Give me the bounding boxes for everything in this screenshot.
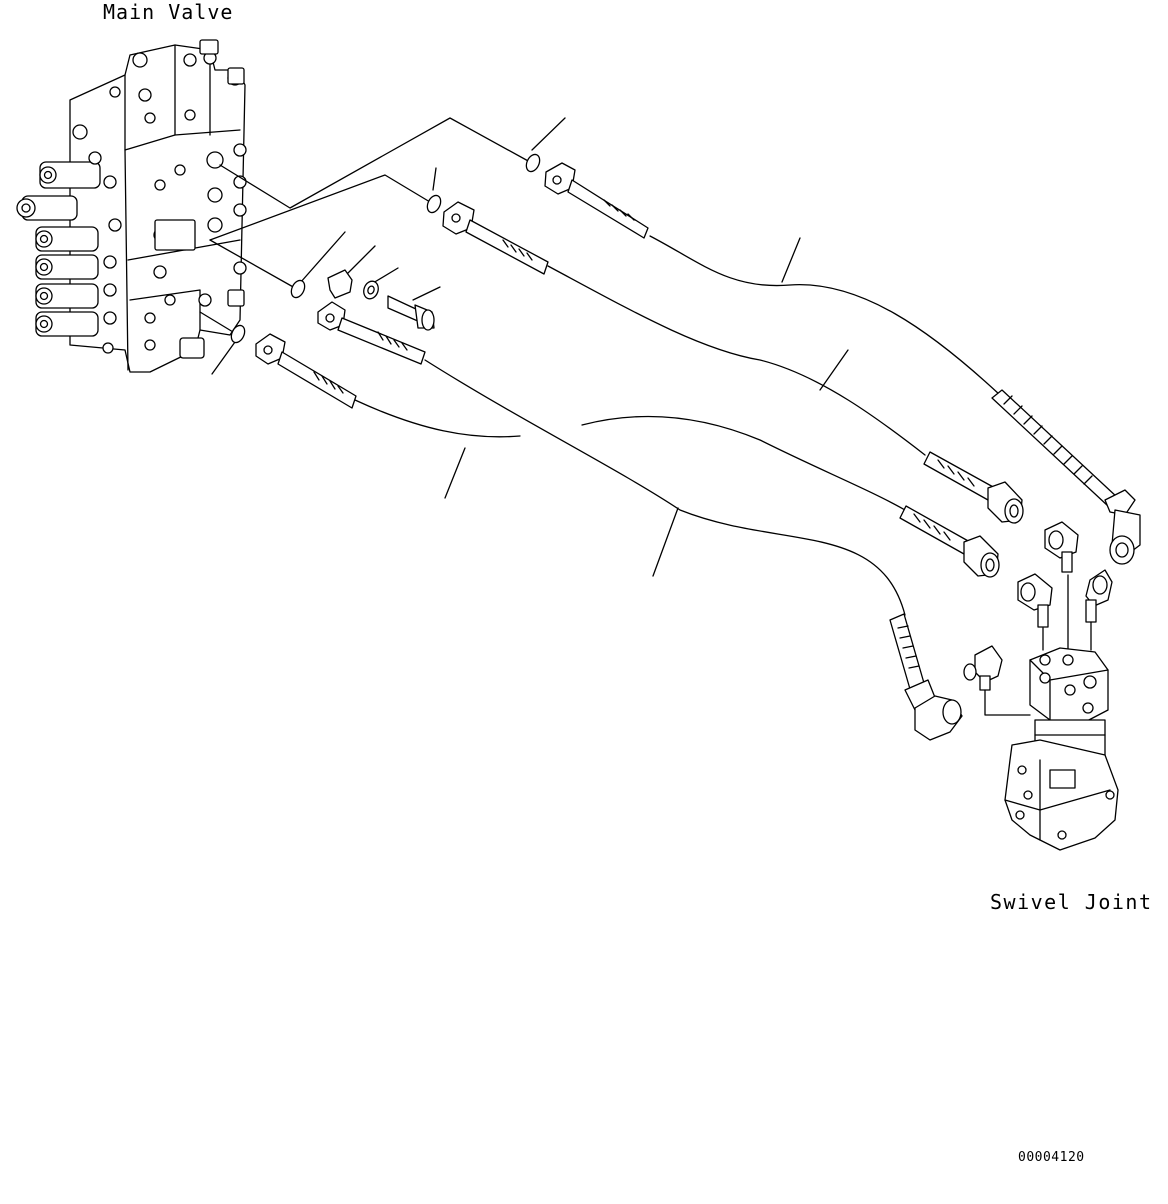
bolt — [387, 295, 435, 331]
hose-end-flange-4 — [255, 333, 357, 409]
port-leader-4 — [199, 311, 239, 336]
o-ring-2 — [426, 194, 442, 214]
main-valve — [16, 39, 247, 373]
port-leader-1 — [219, 117, 531, 209]
hose-2 — [547, 265, 926, 456]
o-ring-4 — [230, 324, 246, 344]
o-ring-1 — [525, 153, 541, 173]
adapter-2 — [1017, 573, 1053, 628]
hose-end-flange-2 — [442, 201, 549, 275]
hose-end-flange-1 — [544, 162, 649, 239]
swivel-joint-label: Swivel Joint — [990, 890, 1153, 914]
swivel-joint — [963, 521, 1119, 851]
main-valve-label: Main Valve — [103, 0, 234, 24]
drawing-code: 00004120 — [1018, 1150, 1085, 1165]
hose-4b — [581, 415, 906, 511]
hose-4a — [354, 399, 521, 438]
o-ring-3 — [290, 279, 306, 299]
hose-end-nut-3 — [899, 505, 1000, 578]
port-leader-2 — [209, 174, 431, 241]
washer — [363, 280, 379, 300]
split-flange-clamp — [327, 269, 353, 299]
adapter-4 — [963, 645, 1003, 691]
hose-end-flange-3 — [317, 301, 426, 365]
hose-end-nut-2 — [923, 451, 1024, 524]
adapter-1 — [1044, 521, 1079, 573]
hose-end-elbow-4 — [889, 613, 963, 741]
hose-3 — [424, 359, 906, 616]
adapter-3 — [1085, 569, 1113, 623]
hose-lines — [199, 117, 1001, 616]
hose-1 — [649, 235, 1001, 396]
port-leader-3 — [209, 239, 296, 289]
hose-end-elbow-1 — [991, 389, 1141, 565]
